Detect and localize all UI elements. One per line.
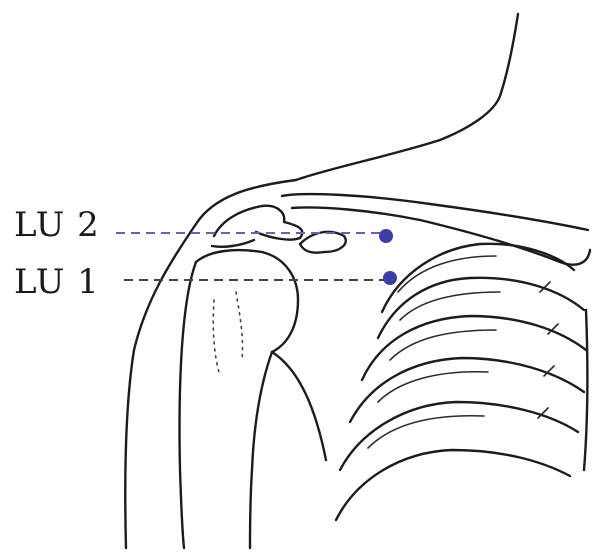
acromion <box>214 206 302 240</box>
humerus-shaft-right <box>250 352 272 548</box>
neck-outline <box>296 14 518 180</box>
lu2-label: LU 2 <box>14 205 100 245</box>
lu1-label: LU 1 <box>14 262 100 302</box>
rib-inner-5 <box>368 416 484 448</box>
clavicle-lower-edge <box>292 208 590 265</box>
rib-cartilage-ticks <box>538 282 558 418</box>
rib-inner-1 <box>398 256 496 292</box>
humerus-shaft-left <box>180 262 196 548</box>
rib-5 <box>340 402 578 470</box>
rib-inner-3 <box>390 330 496 360</box>
scapula-border <box>272 352 326 460</box>
lu2-point-marker <box>379 229 393 243</box>
sternal-edge <box>584 310 587 470</box>
humerus-head <box>196 250 298 352</box>
glenoid-rim <box>212 240 254 247</box>
humerus-trabeculae <box>213 300 220 376</box>
rib-6 <box>336 450 570 520</box>
humerus-trabeculae-2 <box>236 292 243 360</box>
rib-4 <box>350 358 584 422</box>
lu1-point-marker <box>383 271 397 285</box>
shoulder-outline <box>125 180 296 548</box>
rib-3 <box>362 316 586 380</box>
coracoid-process <box>300 232 346 253</box>
